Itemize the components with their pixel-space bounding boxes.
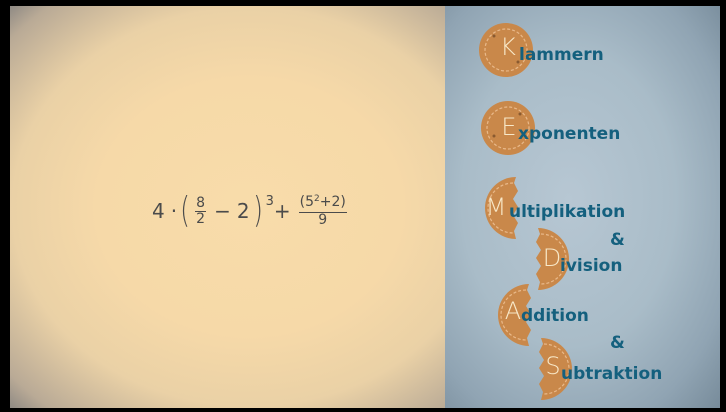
fraction-eight-halves: 8 2 [195,194,207,227]
cookie-m-icon [485,177,518,239]
word-subtraktion: ubtraktion [561,364,663,384]
fraction-denominator: 2 [196,210,206,227]
letter-m: M [485,193,507,221]
word-division: ivision [560,256,623,276]
open-paren: ( [180,190,191,231]
dot-operator: · [170,199,178,223]
letter-s: S [545,352,561,380]
fraction-second: (52+2) 9 [298,194,347,228]
fraction-numerator-2: (52+2) [298,194,347,213]
letter-a: A [504,297,522,325]
word-addition: ddition [521,306,589,326]
math-expression: 4 · ( 8 2 − 2 ) 3 + (52+2) 9 [152,186,349,236]
cookie-k-icon [479,23,533,77]
letter-k: K [500,33,516,61]
word-exponenten: xponenten [518,124,621,144]
exponent-three: 3 [265,193,274,209]
fraction-denominator-2: 9 [318,211,328,228]
cookie-d-icon [536,228,569,290]
cookie-s-icon [539,338,572,400]
letter-e: E [501,113,517,141]
close-paren: ) [252,190,263,231]
ampersand-1: & [610,230,625,250]
letter-d: D [542,244,562,272]
word-klammern: lammern [519,45,604,65]
fraction-numerator: 8 [195,194,207,212]
factor-four: 4 [152,199,165,223]
expression-panel: 4 · ( 8 2 − 2 ) 3 + (52+2) 9 [10,6,445,408]
ampersand-2: & [610,333,625,353]
term-two: 2 [236,199,250,223]
word-multiplikation: ultiplikation [509,202,626,222]
cookie-e-icon [481,101,535,155]
cookie-a-icon [498,284,531,346]
minus-operator: − [214,199,231,223]
plus-operator: + [273,199,291,223]
